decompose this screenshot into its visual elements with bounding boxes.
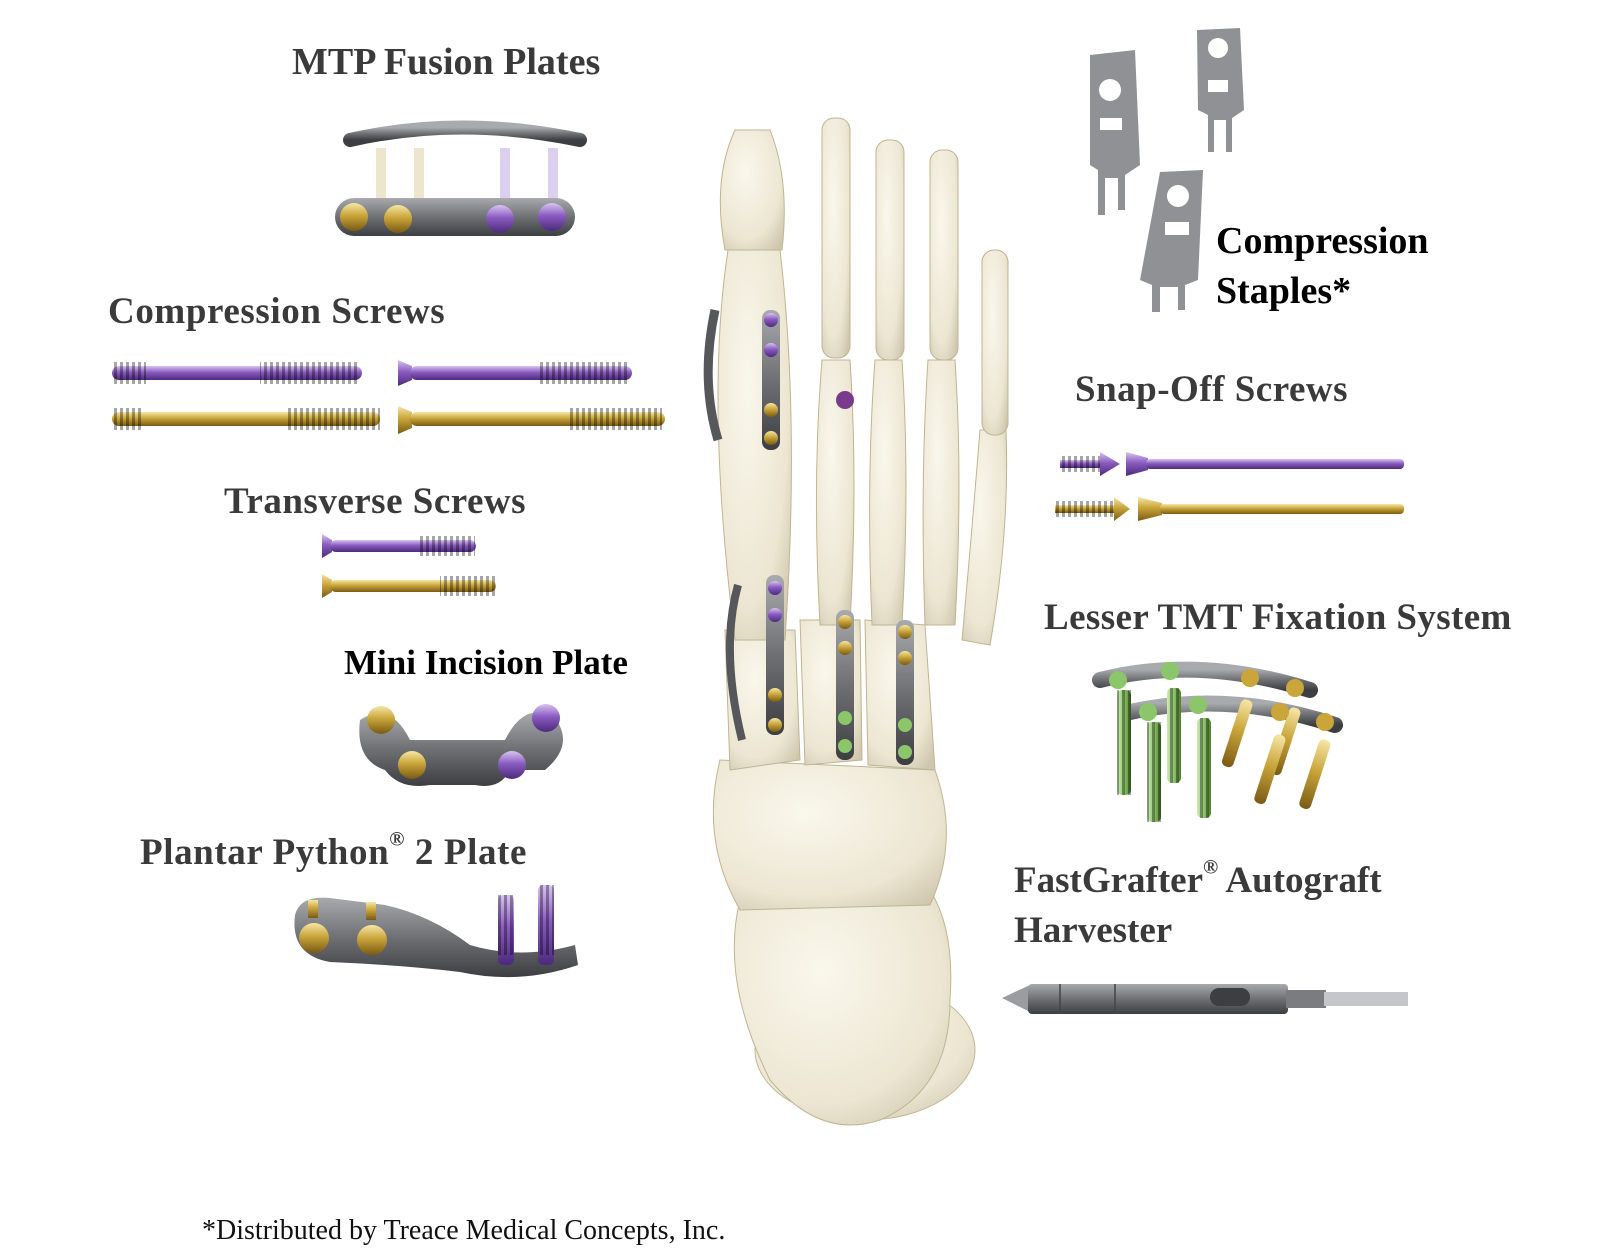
compression-staples-image <box>1090 28 1244 312</box>
staples-line1: Compression <box>1216 220 1429 262</box>
lesser-tmt-image <box>1092 661 1343 822</box>
transverse-screws-image <box>322 534 496 598</box>
registered-mark: ® <box>1203 856 1219 879</box>
fastgrafter-line2: Harvester <box>1014 910 1173 951</box>
fastgrafter-suffix: Autograft <box>1218 860 1382 901</box>
foot-skeleton-image <box>703 117 1009 1126</box>
compression-screws-image <box>112 360 665 434</box>
label-plantar-python-plate: Plantar Python® 2 Plate <box>140 828 528 874</box>
label-transverse-screws: Transverse Screws <box>224 481 527 522</box>
registered-mark: ® <box>389 828 406 851</box>
plantar-python-text: Plantar Python <box>140 832 390 873</box>
plantar-python-plate-image <box>294 885 578 978</box>
fastgrafter-text: FastGrafter <box>1014 860 1204 901</box>
footnote: *Distributed by Treace Medical Concepts,… <box>202 1215 726 1246</box>
mini-incision-plate-image <box>359 704 563 786</box>
label-lesser-tmt: Lesser TMT Fixation System <box>1044 597 1512 638</box>
staples-line2: Staples* <box>1216 270 1352 312</box>
fastgrafter-harvester-image <box>1002 984 1408 1014</box>
label-mini-incision-plate: Mini Incision Plate <box>344 643 628 682</box>
mtp-fusion-plate-image <box>335 120 587 236</box>
plantar-python-suffix: 2 Plate <box>405 832 528 873</box>
label-compression-screws: Compression Screws <box>108 291 446 332</box>
label-snap-off-screws: Snap-Off Screws <box>1075 369 1349 410</box>
snap-off-screws-image <box>1055 452 1404 521</box>
label-mtp-fusion-plates: MTP Fusion Plates <box>292 41 601 83</box>
